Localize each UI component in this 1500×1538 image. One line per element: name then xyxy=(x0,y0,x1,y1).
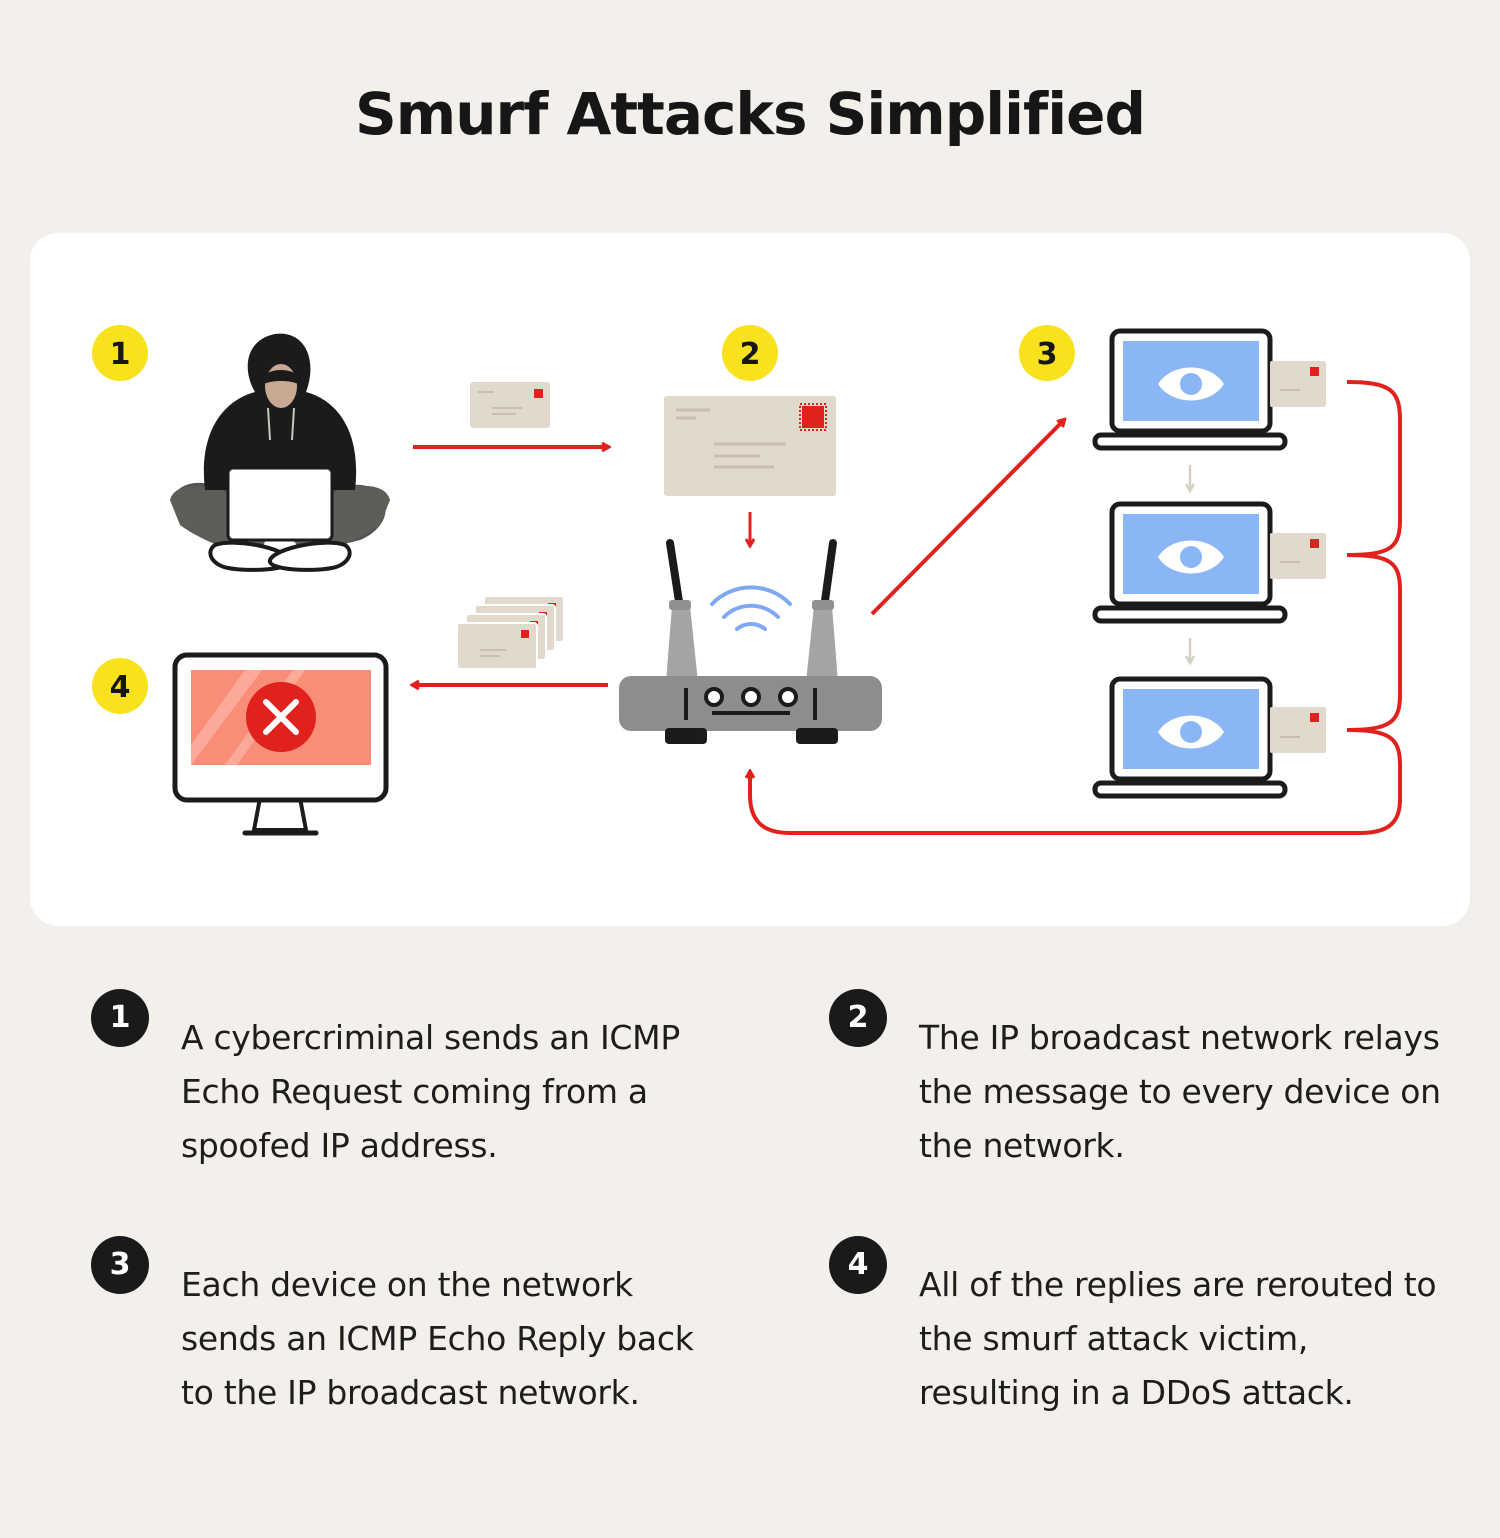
badge-1: 1 xyxy=(92,325,148,381)
broadcast-arrow xyxy=(870,420,1064,616)
step-number: 3 xyxy=(91,1236,149,1294)
envelope-icon xyxy=(664,396,836,496)
badge-3: 3 xyxy=(1019,325,1075,381)
step-text: All of the replies are rerouted to the s… xyxy=(919,1265,1437,1412)
badge-3-label: 3 xyxy=(1037,337,1058,372)
badge-2-label: 2 xyxy=(740,337,761,372)
envelope-icon xyxy=(470,382,550,428)
diagram-panel: 1 2 3 4 xyxy=(30,233,1470,926)
step-number: 1 xyxy=(91,989,149,1047)
eye-icon xyxy=(1158,715,1224,749)
step-number: 2 xyxy=(829,989,887,1047)
reply-bracket xyxy=(750,380,1402,835)
step-text: Each device on the network sends an ICMP… xyxy=(181,1265,694,1412)
wifi-icon xyxy=(710,585,792,631)
badge-4: 4 xyxy=(92,658,148,714)
badge-2: 2 xyxy=(722,325,778,381)
router-icon xyxy=(619,539,882,744)
eye-icon xyxy=(1158,540,1224,574)
diagram-canvas: 1 2 3 4 xyxy=(92,325,1402,836)
error-x-icon xyxy=(246,682,316,752)
step-text: The IP broadcast network relays the mess… xyxy=(919,1018,1441,1165)
laptop-icon xyxy=(1092,328,1326,451)
page-title: Smurf Attacks Simplified xyxy=(354,80,1146,148)
step-text: A cybercriminal sends an ICMP Echo Reque… xyxy=(181,1018,680,1165)
laptop-icon xyxy=(1092,676,1326,799)
eye-icon xyxy=(1158,367,1224,401)
step-number: 4 xyxy=(829,1236,887,1294)
laptop-icon xyxy=(1092,501,1326,624)
hacker-icon xyxy=(170,333,390,572)
envelope-icon xyxy=(456,595,565,670)
badge-1-label: 1 xyxy=(110,337,131,372)
monitor-icon xyxy=(172,652,389,836)
badge-4-label: 4 xyxy=(110,670,131,705)
